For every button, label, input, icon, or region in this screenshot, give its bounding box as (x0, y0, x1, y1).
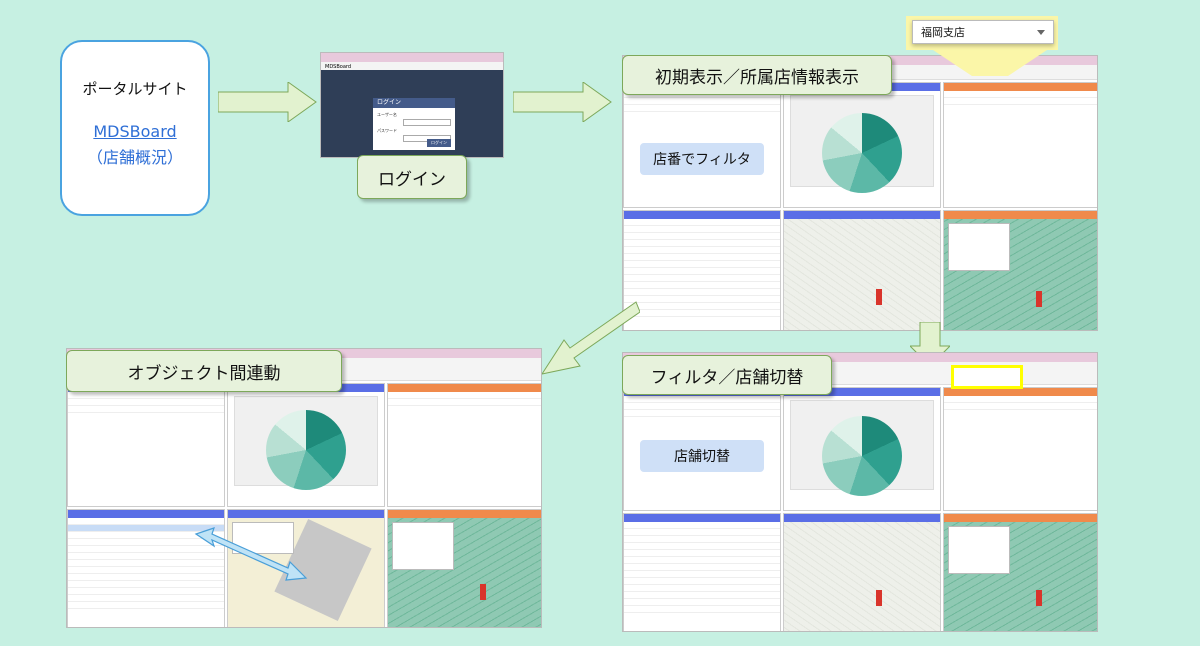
callout-pointer (930, 48, 1050, 76)
map-panel (783, 513, 941, 631)
pie-panel (227, 383, 385, 507)
area-map-panel (387, 509, 541, 627)
arrow-diagonal-icon (540, 301, 640, 375)
chevron-down-icon (1037, 30, 1045, 35)
map-panel (783, 210, 941, 330)
store-list-panel (943, 82, 1097, 208)
link-arrow-icon (194, 527, 308, 581)
portal-subtitle: （店舗概況） (86, 148, 183, 167)
detail-list-panel (623, 210, 781, 330)
login-window: MDSBoard ログイン ユーザー名 パスワード ログイン (320, 52, 504, 158)
user-label: ユーザー名 (377, 112, 397, 117)
user-input[interactable] (403, 119, 451, 126)
initial-label: 初期表示／所属店情報表示 (622, 55, 892, 95)
login-dialog-title: ログイン (373, 98, 455, 108)
pie-chart (822, 113, 902, 193)
store-dropdown-highlight[interactable] (951, 365, 1023, 389)
mdsboard-link[interactable]: MDSBoard (93, 122, 177, 141)
portal-card: ポータルサイト MDSBoard （店舗概況） (60, 40, 210, 216)
area-map-panel (943, 210, 1097, 330)
link-label: オブジェクト間連動 (66, 350, 342, 392)
area-map-panel (943, 513, 1097, 631)
detail-list-panel (67, 509, 225, 627)
portal-title: ポータルサイト (82, 80, 188, 98)
pie-panel (783, 82, 941, 208)
branch-dropdown[interactable]: 福岡支店 (912, 20, 1054, 44)
arrow-right-icon (218, 82, 317, 122)
summary-panel (67, 383, 225, 507)
store-list-panel (387, 383, 541, 507)
pie-chart (266, 410, 346, 490)
link-dashboard (66, 348, 542, 628)
password-label: パスワード (377, 128, 397, 133)
store-list-panel (943, 387, 1097, 511)
store-switch-chip: 店舗切替 (640, 440, 764, 472)
tab-mdsboard[interactable]: MDSBoard (321, 53, 503, 70)
store-filter-chip: 店番でフィルタ (640, 143, 764, 175)
login-dialog: ログイン ユーザー名 パスワード ログイン (373, 98, 455, 150)
pie-panel (783, 387, 941, 511)
login-caption: ログイン (357, 155, 467, 199)
arrow-right-icon (513, 82, 612, 122)
filter-label: フィルタ／店舗切替 (622, 355, 832, 395)
detail-list-panel (623, 513, 781, 631)
login-button[interactable]: ログイン (427, 139, 451, 147)
pie-chart (822, 416, 902, 496)
initial-dashboard (622, 55, 1098, 331)
